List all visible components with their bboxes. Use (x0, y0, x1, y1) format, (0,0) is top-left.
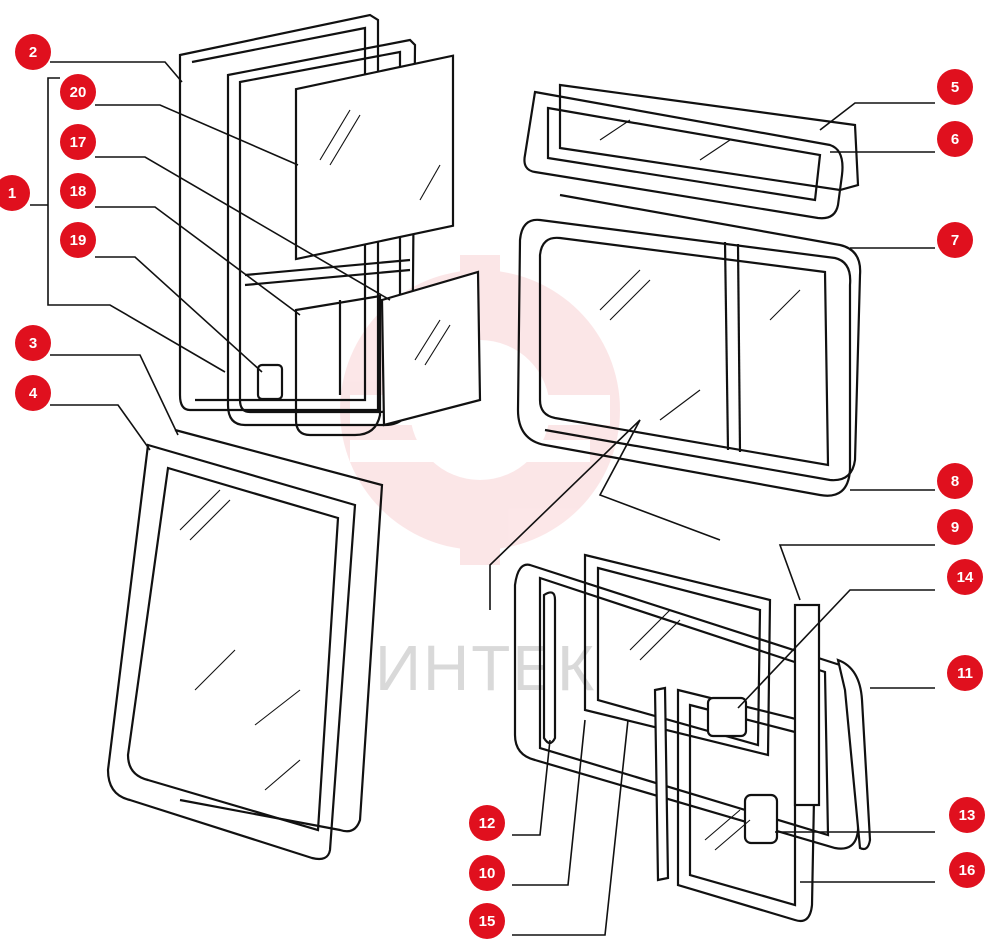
watermark-text: ИНТЕК (375, 632, 596, 704)
callout-3: 3 (15, 325, 51, 361)
channel-strip (793, 603, 821, 807)
svg-text:20: 20 (70, 84, 87, 101)
right-sliding-window-assembly (516, 193, 862, 497)
callout-7: 7 (937, 222, 973, 258)
svg-text:3: 3 (29, 335, 37, 352)
callout-4: 4 (15, 375, 51, 411)
svg-text:19: 19 (70, 232, 87, 249)
callout-5: 5 (937, 69, 973, 105)
callout-8: 8 (937, 463, 973, 499)
callout-19: 19 (60, 222, 96, 258)
leader-3 (50, 354, 179, 436)
callout-10: 10 (469, 855, 505, 891)
callout-12: 12 (469, 805, 505, 841)
leader-10 (512, 719, 586, 886)
leader-9b (489, 419, 721, 610)
callouts: 1 2 3 4 5 6 7 8 9 10 11 12 13 14 15 16 1… (0, 34, 985, 939)
left-sliding-window-assembly (178, 13, 482, 437)
svg-text:12: 12 (479, 815, 496, 832)
svg-text:6: 6 (951, 131, 959, 148)
leader-14 (737, 589, 935, 709)
seal-4 (106, 443, 357, 861)
leader-2 (50, 61, 183, 83)
callout-9: 9 (937, 509, 973, 545)
seal-7 (544, 193, 862, 482)
svg-text:10: 10 (479, 865, 496, 882)
leader-17 (95, 156, 391, 301)
svg-text:4: 4 (29, 385, 38, 402)
svg-text:14: 14 (957, 569, 974, 586)
top-right-slide-rail (523, 83, 860, 220)
svg-text:18: 18 (70, 183, 87, 200)
frame-8 (516, 218, 852, 497)
callout-16: 16 (949, 852, 985, 888)
latch-14 (706, 696, 748, 738)
callout-2: 2 (15, 34, 51, 70)
leader-15 (512, 719, 629, 936)
leader-18 (95, 206, 301, 316)
seal-6 (523, 90, 844, 220)
seal-12 (542, 591, 557, 745)
lower-glass-17 (380, 270, 482, 427)
leader-1 (30, 77, 226, 373)
svg-text:17: 17 (70, 134, 87, 151)
svg-text:8: 8 (951, 473, 959, 490)
leader-9 (778, 544, 935, 601)
svg-text:1: 1 (8, 185, 16, 202)
leader-20 (95, 104, 299, 166)
latch-13 (743, 793, 779, 845)
leader-lines (30, 61, 935, 936)
leader-4 (50, 404, 151, 451)
svg-text:9: 9 (951, 519, 959, 536)
svg-text:11: 11 (957, 665, 973, 682)
svg-text:16: 16 (959, 862, 976, 879)
rail-5 (558, 83, 860, 192)
callout-20: 20 (60, 74, 96, 110)
svg-text:2: 2 (29, 44, 37, 61)
frame-3 (174, 428, 384, 833)
right-lower-window-assembly (513, 553, 872, 923)
latch-19 (256, 363, 284, 401)
callout-11: 11 (947, 655, 983, 691)
leader-12 (512, 739, 551, 836)
svg-text:13: 13 (959, 807, 976, 824)
left-fixed-window-assembly (106, 428, 384, 861)
glass-15 (583, 553, 772, 757)
callout-17: 17 (60, 124, 96, 160)
leader-19 (95, 256, 263, 373)
svg-text:15: 15 (479, 913, 496, 930)
seal-9 (653, 686, 670, 882)
upper-glass-20 (294, 54, 455, 261)
callout-18: 18 (60, 173, 96, 209)
callout-6: 6 (937, 121, 973, 157)
sash-18 (294, 294, 382, 437)
callout-13: 13 (949, 797, 985, 833)
callout-14: 14 (947, 559, 983, 595)
svg-text:7: 7 (951, 232, 959, 249)
rail-11 (836, 658, 872, 851)
svg-text:5: 5 (951, 79, 959, 96)
callout-15: 15 (469, 903, 505, 939)
callout-1: 1 (0, 175, 30, 211)
leader-5 (819, 102, 935, 131)
